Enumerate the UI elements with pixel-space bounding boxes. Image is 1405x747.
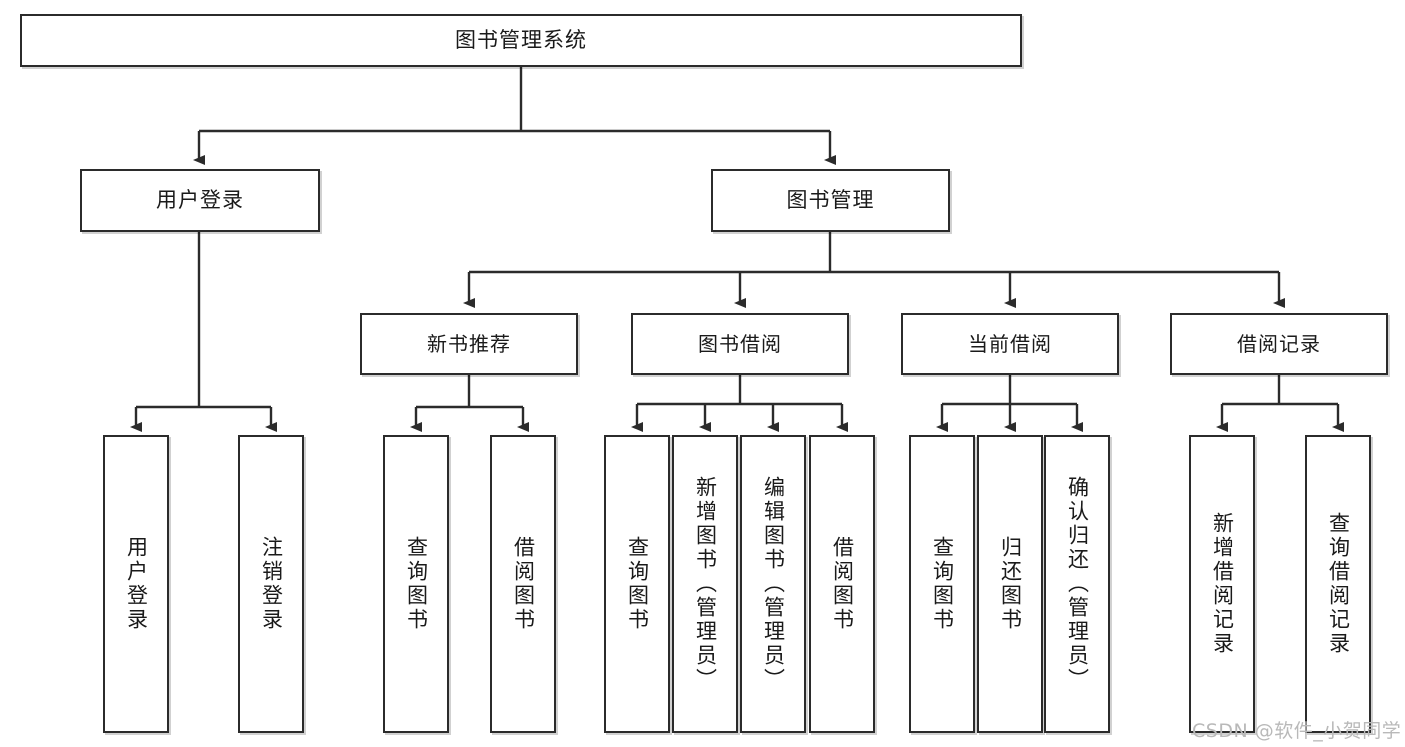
leaf-current-borrow-confirm-return[interactable]: 确认归还（管理员）	[1044, 435, 1110, 733]
leaf-label: 查询图书	[930, 536, 955, 632]
leaf-current-borrow-query-book[interactable]: 查询图书	[909, 435, 975, 733]
node-book-borrow-label: 图书借阅	[698, 331, 782, 356]
leaf-book-borrow-add-book[interactable]: 新增图书（管理员）	[672, 435, 738, 733]
leaf-current-borrow-return-book[interactable]: 归还图书	[977, 435, 1043, 733]
node-book-management[interactable]: 图书管理	[711, 169, 950, 232]
leaf-label: 新增图书（管理员）	[693, 476, 718, 692]
node-borrow-record-label: 借阅记录	[1237, 331, 1321, 356]
leaf-label: 归还图书	[998, 536, 1023, 632]
node-current-borrow-label: 当前借阅	[968, 331, 1052, 356]
node-book-borrow[interactable]: 图书借阅	[631, 313, 849, 375]
node-current-borrow[interactable]: 当前借阅	[901, 313, 1119, 375]
leaf-label: 查询图书	[625, 536, 650, 632]
leaf-label: 查询图书	[404, 536, 429, 632]
csdn-watermark: CSDN @软件_小贺同学	[1192, 720, 1402, 742]
leaf-user-login-login[interactable]: 用户登录	[103, 435, 169, 733]
leaf-book-borrow-borrow-book[interactable]: 借阅图书	[809, 435, 875, 733]
leaf-label: 确认归还（管理员）	[1065, 476, 1090, 692]
node-borrow-record[interactable]: 借阅记录	[1170, 313, 1388, 375]
node-book-management-label: 图书管理	[786, 187, 875, 212]
leaf-label: 查询借阅记录	[1326, 512, 1351, 656]
leaf-label: 借阅图书	[830, 536, 855, 632]
leaf-borrow-record-add[interactable]: 新增借阅记录	[1189, 435, 1255, 733]
leaf-book-borrow-edit-book[interactable]: 编辑图书（管理员）	[740, 435, 806, 733]
node-root[interactable]: 图书管理系统	[20, 14, 1022, 67]
leaf-new-book-borrow-book[interactable]: 借阅图书	[490, 435, 556, 733]
node-new-book-recommend[interactable]: 新书推荐	[360, 313, 578, 375]
leaf-book-borrow-query-book[interactable]: 查询图书	[604, 435, 670, 733]
leaf-borrow-record-query[interactable]: 查询借阅记录	[1305, 435, 1371, 733]
node-root-label: 图书管理系统	[455, 27, 587, 52]
leaf-label: 编辑图书（管理员）	[761, 476, 786, 692]
leaf-label: 新增借阅记录	[1210, 512, 1235, 656]
node-user-login-label: 用户登录	[156, 187, 244, 212]
node-user-login[interactable]: 用户登录	[80, 169, 320, 232]
leaf-new-book-query-book[interactable]: 查询图书	[383, 435, 449, 733]
leaf-label: 用户登录	[124, 536, 149, 632]
leaf-user-login-logout[interactable]: 注销登录	[238, 435, 304, 733]
leaf-label: 注销登录	[259, 536, 284, 632]
leaf-label: 借阅图书	[511, 536, 536, 632]
node-new-book-recommend-label: 新书推荐	[427, 331, 511, 356]
